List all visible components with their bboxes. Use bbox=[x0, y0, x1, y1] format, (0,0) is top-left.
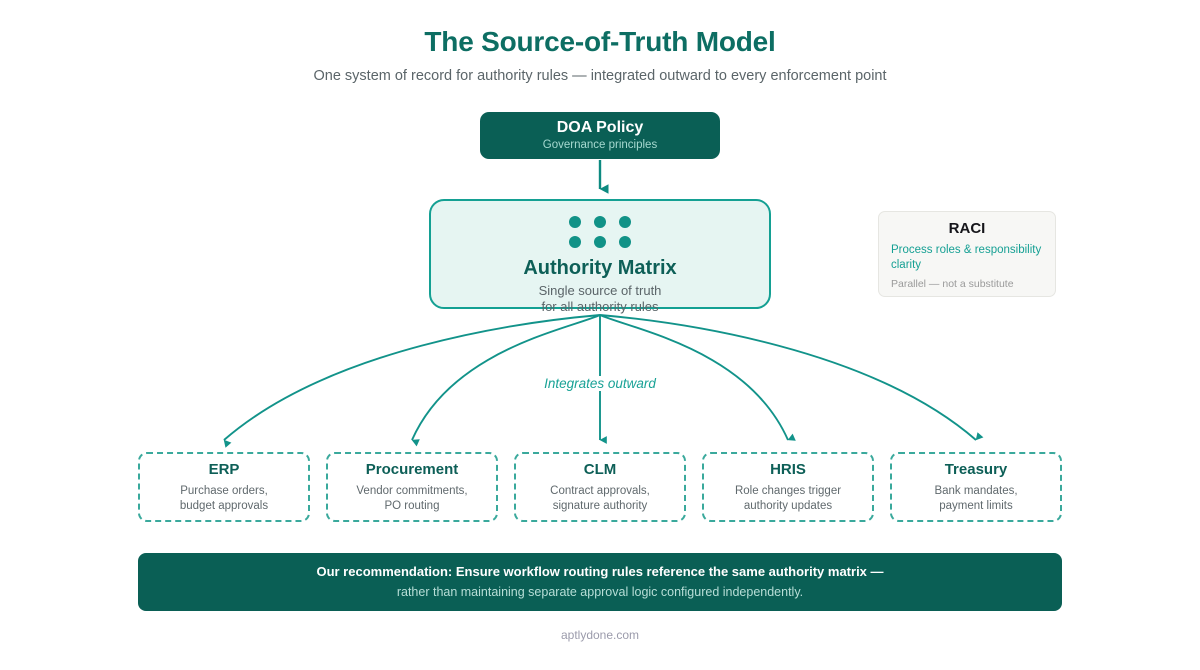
raci-body: Process roles & responsibility clarity bbox=[891, 243, 1042, 271]
system-subtitle-line1: Vendor commitments, bbox=[356, 484, 468, 497]
system-title: Treasury bbox=[944, 461, 1008, 479]
system-subtitle-line2: PO routing bbox=[384, 499, 440, 512]
integrates-outward-label: Integrates outward bbox=[0, 376, 1200, 391]
raci-title: RACI bbox=[948, 220, 986, 237]
dot-icon bbox=[569, 216, 581, 228]
system-box-procurement[interactable]: Procurement Vendor commitments, PO routi… bbox=[326, 452, 498, 522]
dot-icon bbox=[594, 236, 606, 248]
dot-icon bbox=[619, 236, 631, 248]
system-title: Procurement bbox=[365, 461, 459, 479]
system-box-treasury[interactable]: Treasury Bank mandates, payment limits bbox=[890, 452, 1062, 522]
authority-matrix-subtitle-line1: Single source of truth bbox=[538, 283, 662, 298]
dot-icon bbox=[594, 216, 606, 228]
recommendation-banner: Our recommendation: Ensure workflow rout… bbox=[138, 553, 1062, 611]
page-subtitle: One system of record for authority rules… bbox=[313, 68, 887, 84]
system-box-clm[interactable]: CLM Contract approvals, signature author… bbox=[514, 452, 686, 522]
system-box-hris[interactable]: HRIS Role changes trigger authority upda… bbox=[702, 452, 874, 522]
system-subtitle: Purchase orders, budget approvals bbox=[180, 484, 268, 514]
system-subtitle-line1: Purchase orders, bbox=[180, 484, 268, 497]
system-title: ERP bbox=[208, 461, 240, 479]
raci-card[interactable]: RACI Process roles & responsibility clar… bbox=[878, 211, 1056, 297]
system-box-erp[interactable]: ERP Purchase orders, budget approvals bbox=[138, 452, 310, 522]
authority-matrix-node[interactable]: Authority Matrix Single source of truth … bbox=[429, 199, 771, 314]
six-dots-grid-icon bbox=[569, 216, 631, 248]
system-subtitle: Role changes trigger authority updates bbox=[735, 484, 841, 514]
system-subtitle: Bank mandates, payment limits bbox=[934, 484, 1017, 514]
recommendation-main-text: Our recommendation: Ensure workflow rout… bbox=[316, 563, 884, 579]
recommendation-sub-text: rather than maintaining separate approva… bbox=[396, 585, 804, 600]
system-subtitle-line1: Role changes trigger bbox=[734, 484, 842, 497]
page-title: The Source-of-Truth Model bbox=[424, 26, 776, 57]
system-title: HRIS bbox=[770, 461, 806, 479]
doa-policy-subtitle: Governance principles bbox=[542, 139, 658, 152]
system-subtitle-line2: payment limits bbox=[939, 499, 1013, 512]
system-subtitle-line1: Bank mandates, bbox=[934, 484, 1018, 497]
footer-brand: aptlydone.com bbox=[560, 628, 640, 642]
raci-note: Parallel — not a substitute bbox=[891, 278, 1014, 291]
doa-policy-node[interactable]: DOA Policy Governance principles bbox=[480, 112, 720, 159]
system-subtitle-line2: budget approvals bbox=[179, 499, 269, 512]
authority-matrix-subtitle: Single source of truth for all authority… bbox=[539, 283, 662, 316]
integrates-outward-text: Integrates outward bbox=[535, 376, 665, 391]
system-subtitle-line2: signature authority bbox=[552, 499, 648, 512]
system-subtitle-line2: authority updates bbox=[743, 499, 833, 512]
dot-icon bbox=[619, 216, 631, 228]
authority-matrix-subtitle-line2: for all authority rules bbox=[541, 299, 659, 315]
system-subtitle: Vendor commitments, PO routing bbox=[356, 484, 467, 514]
system-subtitle-line1: Contract approvals, bbox=[550, 484, 650, 497]
dot-icon bbox=[569, 236, 581, 248]
authority-matrix-title: Authority Matrix bbox=[523, 257, 677, 279]
downstream-systems-row: ERP Purchase orders, budget approvals Pr… bbox=[138, 452, 1062, 522]
system-subtitle: Contract approvals, signature authority bbox=[550, 484, 650, 514]
system-title: CLM bbox=[583, 461, 617, 479]
doa-policy-title: DOA Policy bbox=[556, 118, 644, 136]
